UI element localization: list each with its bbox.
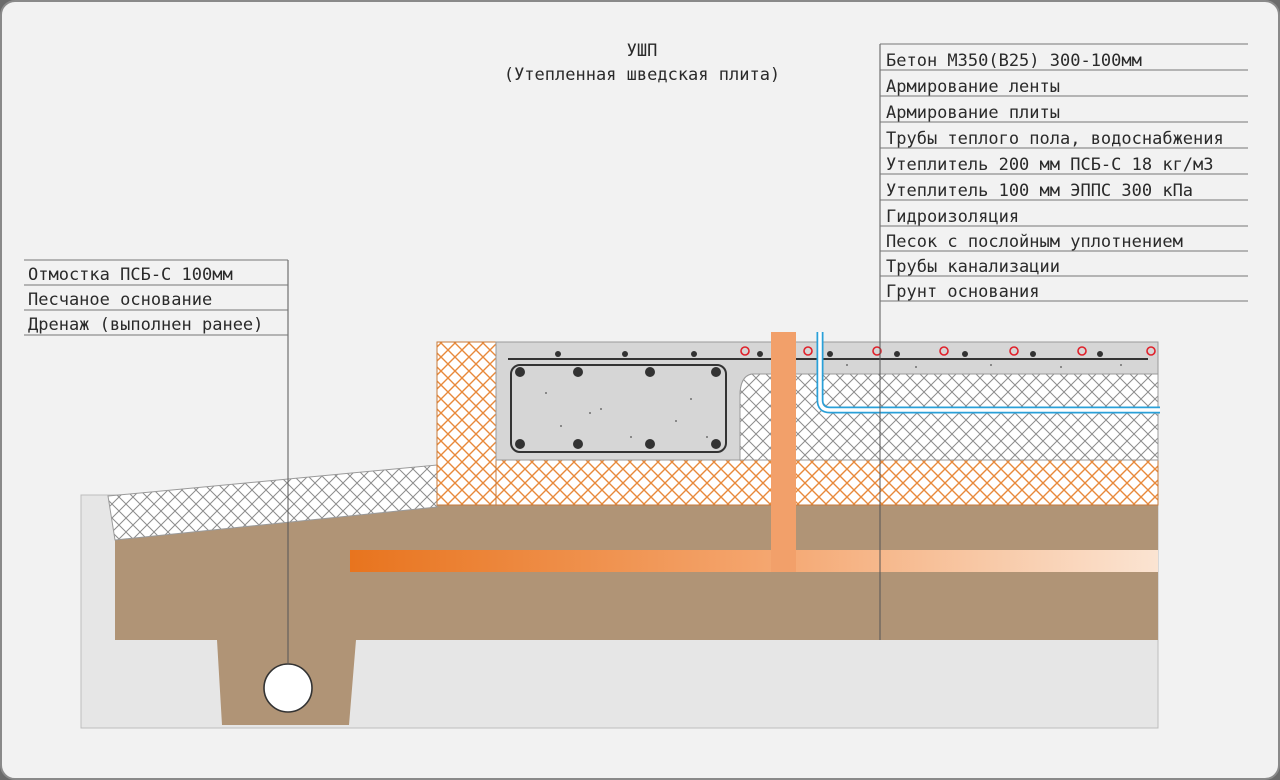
right-legend: Бетон М350(В25) 300-100мм Армирование ле…: [880, 43, 1248, 302]
sewer-pipe-horizontal: [350, 550, 1158, 572]
left-legend: Отмостка ПСБ-С 100мм Песчаное основание …: [24, 259, 288, 336]
blind-area-insulation: [107, 464, 438, 541]
legend-item-eps: Утеплитель 200 мм ПСБ-С 18 кг/м3: [886, 155, 1214, 175]
beam-rebar-bars: [515, 367, 721, 449]
sewer-pipe-vertical: [771, 332, 796, 572]
slab-rebar-dots: [555, 351, 1103, 357]
concrete-texture: [545, 392, 708, 438]
water-pipe-inner: [818, 332, 1160, 412]
legend-item-slab-rebar: Армирование плиты: [886, 103, 1060, 123]
edge-xps-insulation: [436, 341, 497, 506]
left-legend-sand-base: Песчаное основание: [28, 290, 212, 310]
drainage-pipe: [263, 663, 313, 713]
legend-item-sand: Песок с послойным уплотнением: [886, 232, 1183, 252]
xps-layer: [495, 459, 1159, 506]
legend-item-waterproofing: Гидроизоляция: [886, 207, 1019, 227]
legend-item-pipes: Трубы теплого пола, водоснабжения: [886, 129, 1224, 149]
eps-layer: [739, 373, 1159, 461]
left-legend-drainage: Дренаж (выполнен ранее): [28, 315, 263, 335]
legend-item-soil: Грунт основания: [886, 282, 1040, 302]
title-line-1: УШП: [627, 41, 658, 61]
legend-item-sewer: Трубы канализации: [886, 257, 1060, 277]
heating-pipes: [740, 346, 1156, 356]
title-line-2: (Утепленная шведская плита): [504, 65, 780, 85]
left-legend-blind-area: Отмостка ПСБ-С 100мм: [28, 265, 233, 285]
legend-item-concrete: Бетон М350(В25) 300-100мм: [886, 51, 1142, 71]
legend-item-beam-rebar: Армирование ленты: [886, 77, 1060, 97]
beam-rebar-cage: [510, 364, 727, 453]
legend-item-xps: Утеплитель 100 мм ЭППС 300 кПа: [886, 181, 1193, 201]
